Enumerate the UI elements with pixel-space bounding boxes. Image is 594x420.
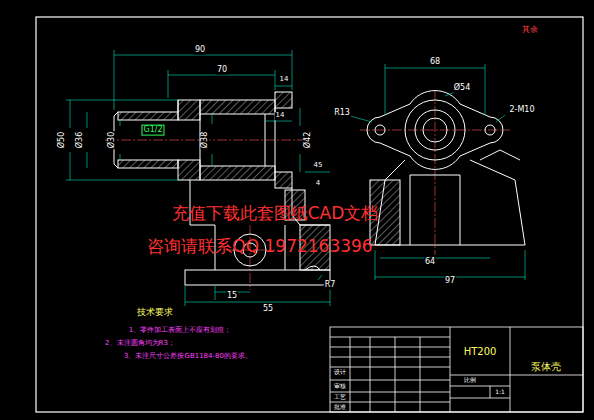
dimension: Ø36	[76, 131, 85, 149]
dimension: Ø50	[58, 131, 67, 149]
dimension: 97	[444, 277, 456, 286]
dimension: 14	[275, 112, 286, 120]
watermark: 咨询请联系QQ 1972163396	[147, 237, 372, 256]
title-cell: 设计	[334, 369, 346, 376]
dimension: 15	[226, 292, 238, 301]
title-cell: 批准	[334, 404, 346, 411]
title-cell: 审核	[334, 383, 346, 390]
radius-callout: R7	[324, 281, 337, 290]
dimension: 45	[313, 162, 324, 170]
sheet-frame	[36, 17, 583, 412]
title-cell: 工艺	[334, 394, 346, 401]
dimension: Ø54	[453, 84, 471, 93]
thread-callout: 2-M10	[508, 106, 535, 115]
dimension: 55	[262, 305, 274, 314]
note: 3、未注尺寸公差按GB1184-80的要求。	[124, 353, 252, 361]
surface-note: 其余	[522, 26, 538, 35]
thread-callout: G1/2	[141, 125, 164, 136]
dimension: 4	[315, 180, 321, 188]
note: 1、零件加工表面上不应有划痕；	[129, 327, 231, 335]
dimension: Ø30	[108, 131, 117, 149]
dimension: Ø42	[304, 131, 313, 149]
dimension: 90	[194, 46, 206, 55]
radius-callout: R13	[333, 109, 351, 118]
dimension: 68	[429, 58, 441, 67]
dimension: 64	[424, 258, 436, 267]
title-cell: 比例	[464, 377, 476, 384]
title-block	[330, 327, 583, 412]
front-view	[114, 92, 330, 285]
note: 2、未注圆角均为R3；	[105, 340, 175, 348]
center-lines	[105, 90, 510, 290]
dimension-lines	[66, 50, 525, 306]
side-view	[367, 91, 525, 245]
notes-heading: 技术要求	[137, 308, 173, 318]
dimension: 70	[216, 66, 228, 75]
dimension: Ø38	[201, 131, 210, 149]
material: HT200	[464, 346, 497, 357]
watermark: 充值下载此套图纸CAD文档	[172, 204, 379, 223]
part-name: 泵体壳	[531, 361, 561, 372]
title-cell: 1:1	[495, 389, 505, 396]
dimension: 14	[279, 76, 290, 84]
